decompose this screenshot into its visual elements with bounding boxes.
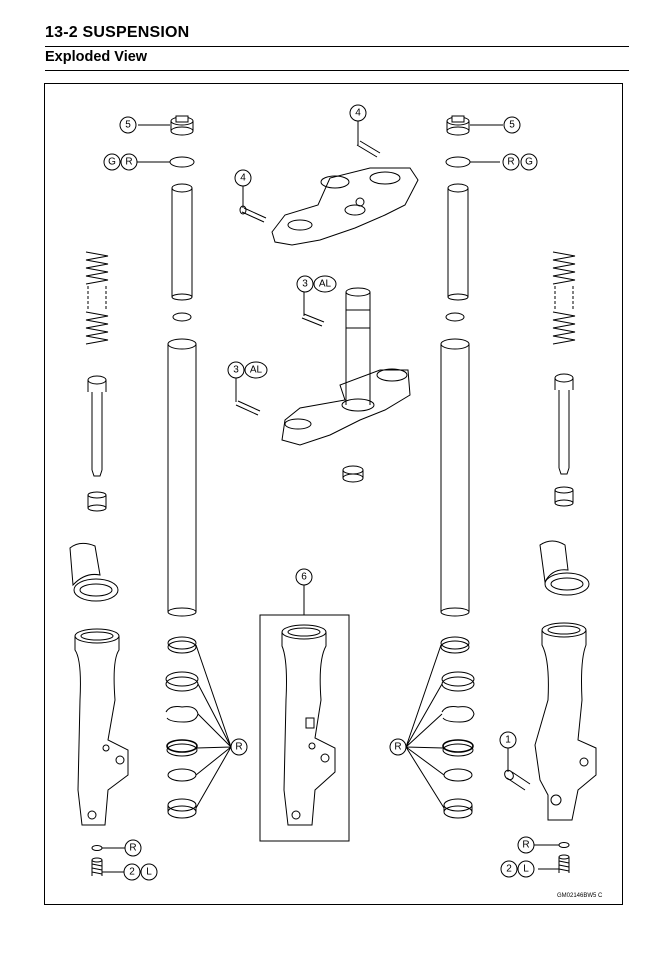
callout-l-right-text: L [523,864,529,875]
callout-l-left-text: L [146,867,152,878]
right-top-plug [446,115,470,136]
callout-r-left-seals-text: R [235,742,242,753]
right-r-leaders [405,644,445,809]
subtitle-rule [45,70,629,71]
upper-fork-clamp [271,167,419,246]
left-gasket [91,845,103,851]
left-washer [172,312,192,322]
section-title: 13-2 SUSPENSION [45,24,190,41]
left-fork-spring [85,251,109,345]
callout-r-right-seals: R [389,738,407,756]
steering-stem [281,287,411,446]
callout-g-right: G [520,153,538,171]
right-clamp-bolt [504,769,531,791]
callout-3-lower-text: 3 [233,365,239,376]
stem-bolt-upper [301,313,325,327]
callout-r-left-top-text: R [125,157,132,168]
left-o-ring [169,156,195,168]
right-allen-bolt [558,854,570,873]
callout-al-upper-text: AL [319,279,332,290]
callout-al-lower: AL [244,361,268,379]
right-fork-spring [552,251,576,345]
stem-nut [342,465,364,483]
callout-r-left-bottom: R [124,839,142,857]
callout-4-left-text: 4 [240,173,246,184]
callout-r-right-top-text: R [507,157,514,168]
right-fork [405,115,597,873]
left-bushing [87,491,107,512]
left-top-plug [170,115,194,136]
callout-al-upper: AL [313,275,337,293]
right-damper-rod [554,373,574,475]
right-outer-tube [440,338,470,617]
left-damper-rod [87,375,107,477]
right-washer [445,312,465,322]
callout-g-left-text: G [108,157,116,168]
stem-bolt-lower [235,400,261,416]
item-6-box [259,614,350,842]
left-outer-tube [167,338,197,617]
right-o-ring [445,156,471,168]
callout-3-upper: 3 [296,275,314,293]
right-bushing [554,486,574,507]
callout-4-left: 4 [234,169,252,187]
left-r-leaders [195,644,232,809]
right-seal-stack [440,636,475,819]
right-inner-tube [447,183,469,301]
right-gasket [558,842,570,848]
diagram-frame [44,83,623,905]
callout-2-right-text: 2 [506,864,512,875]
left-fork [69,115,232,876]
right-fork-guard [539,540,590,596]
callout-1: 1 [499,731,517,749]
upper-clamp-bolt-left [239,205,267,223]
callout-r-right-bottom: R [517,836,535,854]
callout-5-right-text: 5 [509,120,515,131]
figure-code: GM02146BW5 C [557,893,603,899]
callout-4-top: 4 [349,104,367,122]
callout-al-lower-text: AL [250,365,263,376]
left-lower-leg [74,628,129,826]
callout-3-upper-text: 3 [302,279,308,290]
callout-r-left-bottom-text: R [129,843,136,854]
page-subtitle: Exploded View [45,49,148,65]
callout-2-left-text: 2 [129,867,135,878]
callout-1-text: 1 [505,735,511,746]
callout-l-left: L [140,863,158,881]
upper-clamp-bolt-top [356,140,381,158]
callout-3-lower: 3 [227,361,245,379]
left-inner-tube [171,183,193,301]
callout-r-right-seals-text: R [394,742,401,753]
callout-2-left: 2 [123,863,141,881]
right-lower-leg [534,622,597,821]
left-fork-guard [69,542,119,602]
callout-r-right-bottom-text: R [522,840,529,851]
callout-6: 6 [295,568,313,586]
lower-leg-assembly [281,624,336,826]
callout-2-right: 2 [500,860,518,878]
callout-r-right-top: R [502,153,520,171]
callout-6-text: 6 [301,572,307,583]
callout-l-right: L [517,860,535,878]
header-rule [45,46,629,47]
callout-4-top-text: 4 [355,108,361,119]
callout-r-left-seals: R [230,738,248,756]
callout-5-left: 5 [119,116,137,134]
left-seal-stack [165,636,199,819]
callout-5-left-text: 5 [125,120,131,131]
left-allen-bolt [91,857,103,876]
callout-5-right: 5 [503,116,521,134]
callout-g-left: G [103,153,121,171]
callout-g-right-text: G [525,157,533,168]
callout-r-left-top: R [120,153,138,171]
